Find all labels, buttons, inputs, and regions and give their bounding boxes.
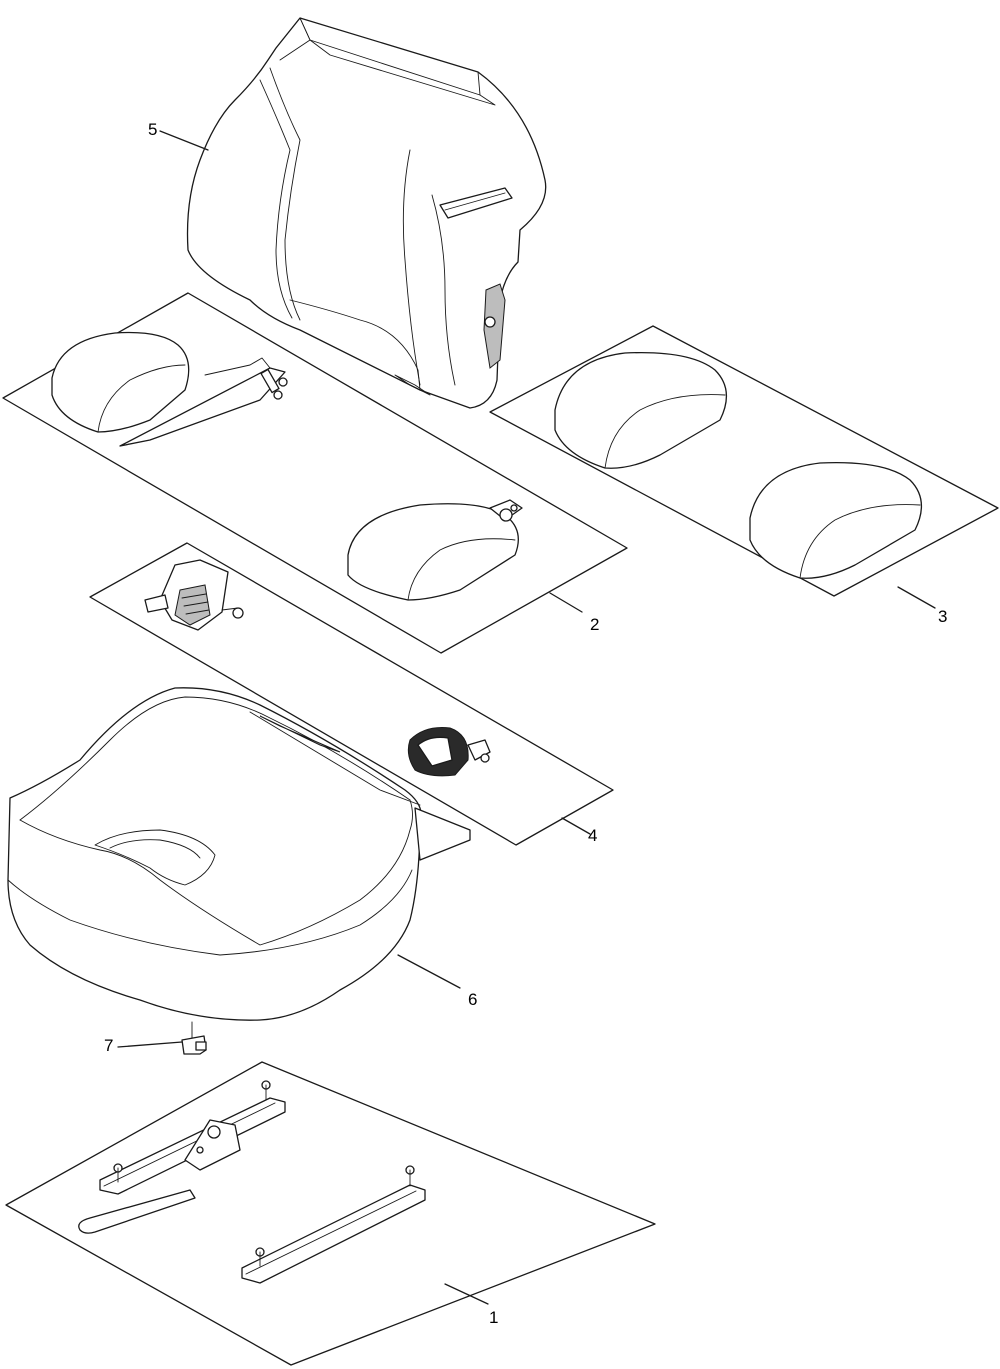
callout-3: 3 bbox=[938, 607, 947, 626]
callout-1: 1 bbox=[489, 1308, 498, 1327]
callout-6: 6 bbox=[468, 990, 477, 1009]
callout-7: 7 bbox=[104, 1036, 113, 1055]
cushion-pads-part-3[interactable] bbox=[489, 325, 999, 597]
armrest-kit-part-2[interactable] bbox=[2, 292, 628, 654]
slide-rails-part-1[interactable] bbox=[5, 1061, 656, 1366]
seat-switch-part-7[interactable] bbox=[181, 1021, 207, 1055]
backrest-part-5[interactable] bbox=[186, 17, 547, 409]
seat-cushion-part-6[interactable] bbox=[7, 687, 471, 1021]
callout-2: 2 bbox=[590, 615, 599, 634]
callout-4: 4 bbox=[588, 826, 597, 845]
callout-5: 5 bbox=[148, 120, 157, 139]
switch-kit-part-4[interactable] bbox=[89, 542, 614, 846]
